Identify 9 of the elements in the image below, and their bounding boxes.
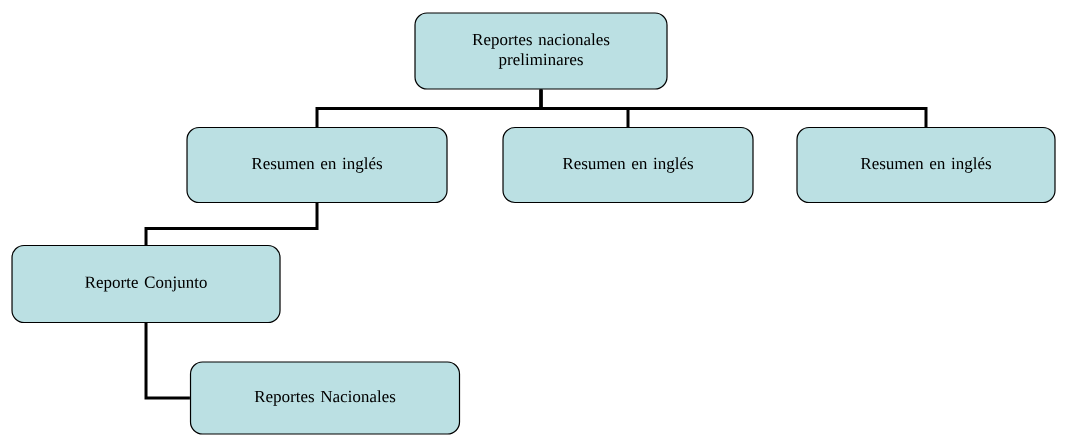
process-box: Resumen en inglés xyxy=(502,126,754,204)
process-box: Resumen en inglés xyxy=(796,126,1056,204)
process-box: Reportes Nacionales xyxy=(189,361,461,435)
connector-line xyxy=(539,89,928,127)
connector-line xyxy=(144,323,190,400)
process-box: Reporte Conjunto xyxy=(11,244,281,324)
process-box: Reportes nacionales preliminares xyxy=(414,12,668,90)
connector-line xyxy=(144,203,319,245)
process-box: Resumen en inglés xyxy=(186,126,448,204)
